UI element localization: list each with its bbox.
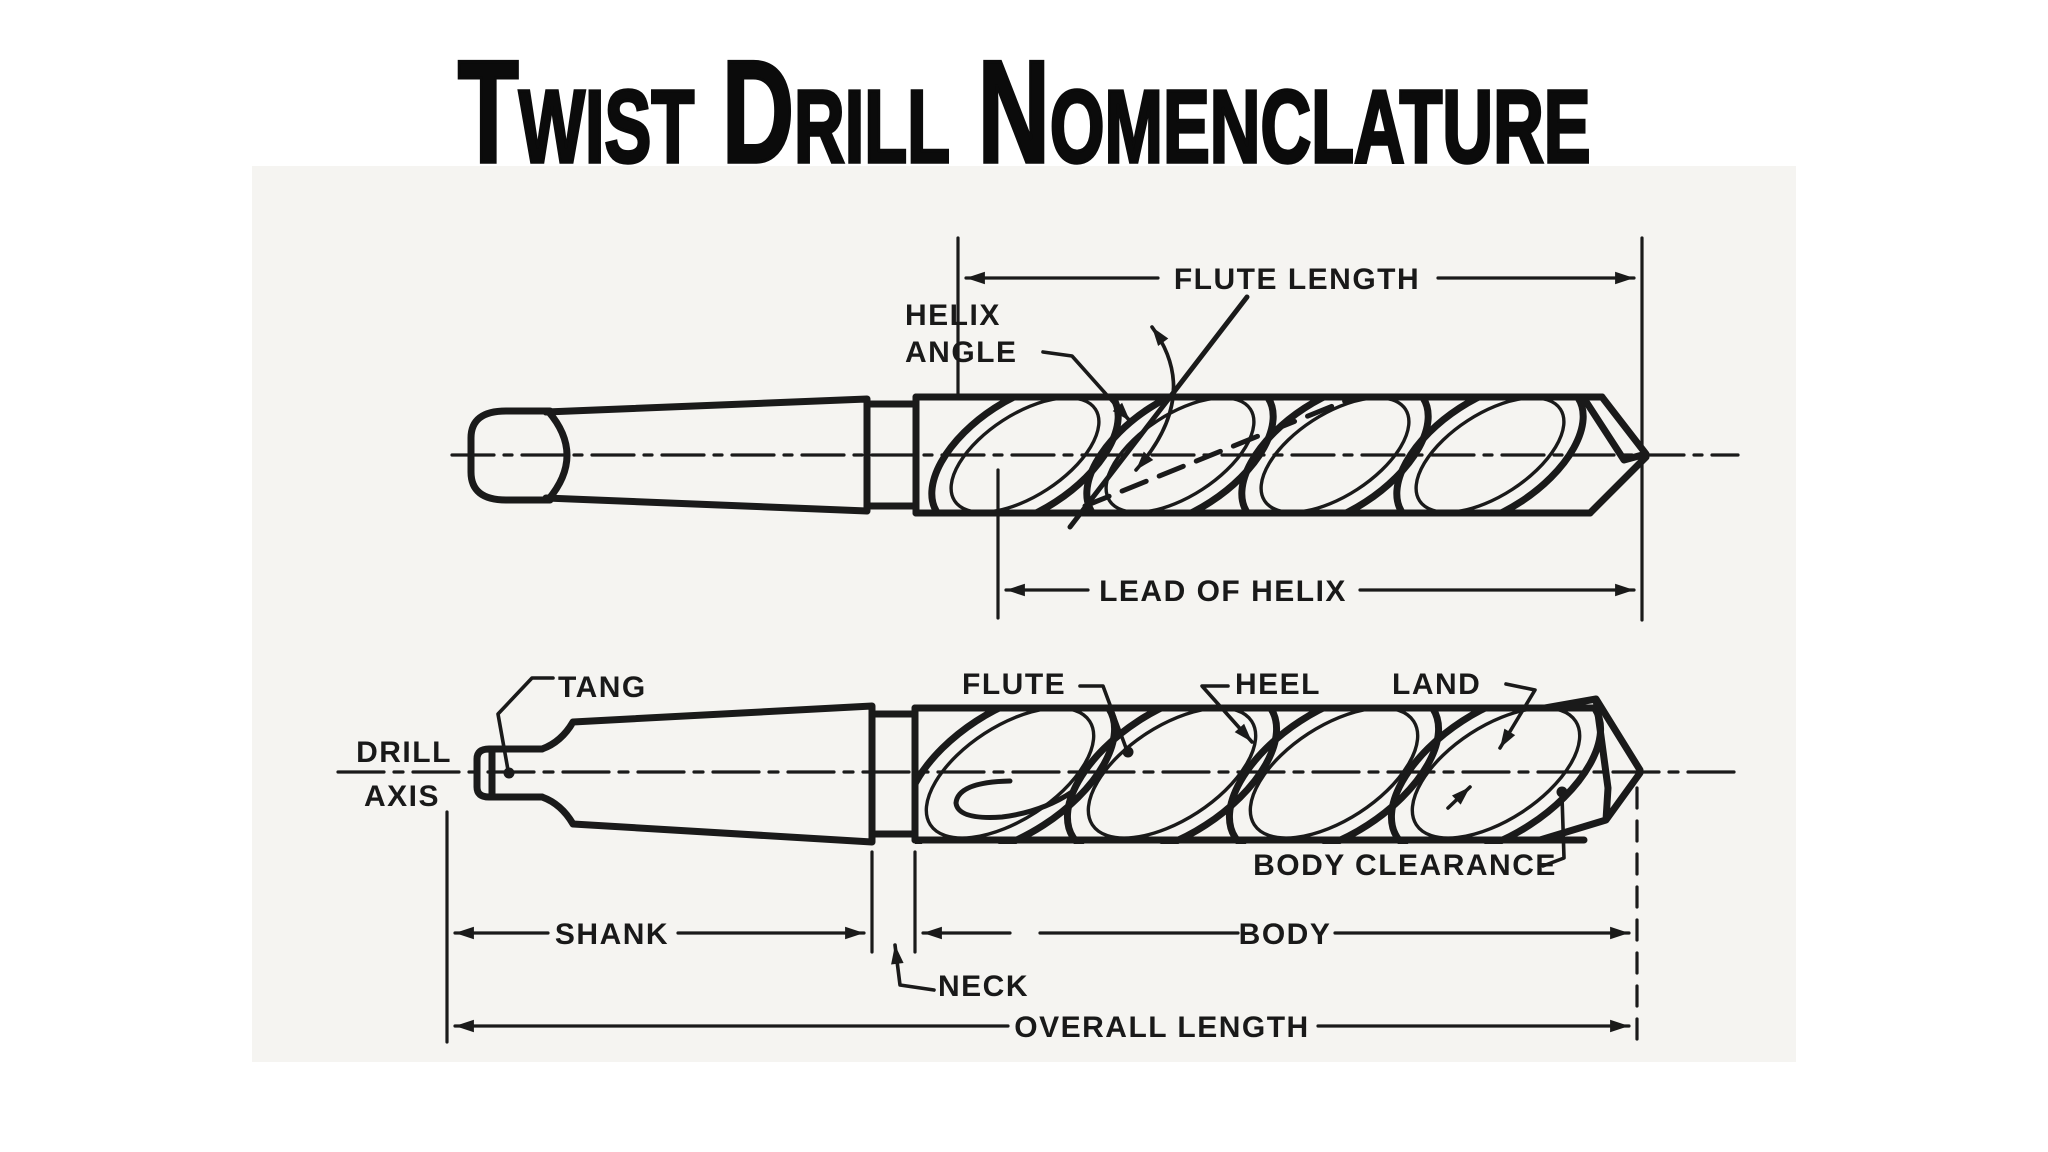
top-drill-shank-end-cap bbox=[467, 407, 554, 504]
top-drill-body-edges bbox=[912, 393, 1606, 517]
heel-label: HEEL bbox=[1235, 668, 1321, 701]
page-title: Twist Drill Nomenclature bbox=[456, 30, 1591, 194]
heel-leader bbox=[1200, 684, 1254, 744]
tang-leader-dot bbox=[503, 767, 515, 779]
land-lower-arrow bbox=[1446, 785, 1472, 810]
tang-leader bbox=[496, 676, 555, 772]
lead-of-helix-label: LEAD OF HELIX bbox=[1099, 575, 1347, 608]
title-block: Twist Drill Nomenclature bbox=[0, 38, 2048, 187]
body-clearance-callout: BODY CLEARANCE bbox=[1253, 786, 1568, 882]
body-clearance-dot bbox=[1556, 786, 1568, 798]
bottom-drill-flutes bbox=[915, 705, 1605, 844]
neck-leader bbox=[891, 943, 936, 992]
top-drill-neck-outline bbox=[863, 393, 920, 517]
flute-length-label: FLUTE LENGTH bbox=[1174, 263, 1420, 296]
helix-angle-label-line1: HELIX bbox=[905, 299, 1001, 332]
bottom-drill-tang bbox=[473, 745, 546, 801]
flute-callout: FLUTE bbox=[962, 668, 1134, 758]
flute-length-dimension: FLUTE LENGTH bbox=[956, 236, 1644, 622]
scanned-diagram-background bbox=[252, 166, 1796, 1062]
tang-callout: TANG bbox=[496, 671, 647, 779]
body-clearance-label: BODY CLEARANCE bbox=[1253, 849, 1557, 882]
flute-leader-dot bbox=[1122, 746, 1134, 758]
land-callout: LAND bbox=[1392, 668, 1537, 810]
body-label: BODY bbox=[1239, 918, 1332, 951]
body-dimension: BODY bbox=[921, 918, 1631, 951]
top-drill-view: FLUTE LENGTH HELIX ANGLE LEAD OF HELIX bbox=[450, 236, 1740, 622]
flute-leader bbox=[1078, 684, 1128, 750]
lead-of-helix-dimension: LEAD OF HELIX bbox=[996, 468, 1636, 620]
bottom-drill-shank-outline bbox=[538, 702, 876, 846]
land-leader bbox=[1498, 682, 1537, 750]
helix-angle-leader bbox=[1041, 350, 1132, 423]
shank-label: SHANK bbox=[555, 918, 669, 951]
tang-label: TANG bbox=[558, 671, 647, 704]
helix-angle-label-line2: ANGLE bbox=[905, 336, 1018, 369]
body-clearance-leader bbox=[1541, 794, 1566, 868]
helix-angle-arc bbox=[1134, 325, 1176, 472]
top-drill-shank-outline bbox=[542, 395, 871, 515]
drill-axis-label-line1: DRILL bbox=[356, 736, 452, 769]
top-drill-point bbox=[1581, 393, 1650, 517]
drill-axis-label-line2: AXIS bbox=[364, 780, 440, 813]
bottom-drill-neck-outline bbox=[868, 704, 919, 844]
overall-length-label: OVERALL LENGTH bbox=[1014, 1011, 1309, 1044]
top-drill-shank-end-cap-curve bbox=[544, 407, 571, 504]
overall-length-dimension: OVERALL LENGTH bbox=[453, 1011, 1631, 1044]
neck-label: NECK bbox=[938, 970, 1029, 1003]
helix-angle-callout: HELIX ANGLE bbox=[905, 294, 1250, 530]
neck-callout: NECK bbox=[891, 943, 1029, 1003]
heel-callout: HEEL bbox=[1200, 668, 1321, 744]
land-label: LAND bbox=[1392, 668, 1481, 701]
bottom-drill-point bbox=[1536, 695, 1644, 844]
bottom-drill-view: DRILL AXIS bbox=[336, 668, 1737, 1044]
top-drill-lead-dashed-line bbox=[1082, 396, 1353, 509]
shank-dimension: SHANK bbox=[453, 918, 866, 951]
flute-label: FLUTE bbox=[962, 668, 1066, 701]
